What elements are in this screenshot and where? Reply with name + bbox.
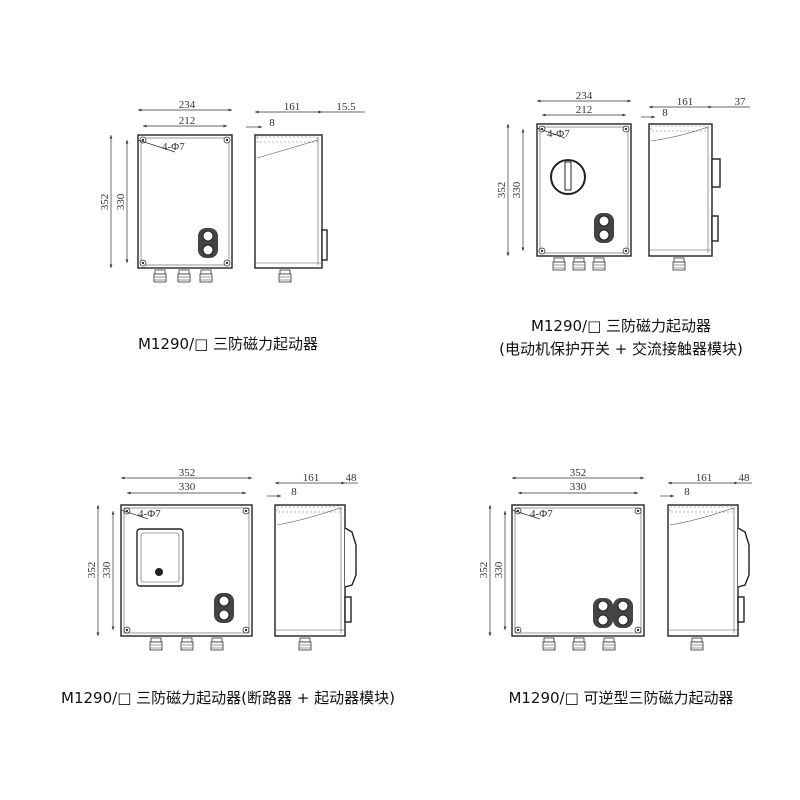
dim-depth: 161	[696, 472, 713, 484]
front-view	[511, 504, 645, 651]
dim-inner-width: 330	[179, 481, 196, 493]
drawing-panel-2: 234 212 161 37 8 4-Φ7 352 330 M1290/□ 三防…	[496, 90, 750, 358]
dim-inner-height: 330	[511, 181, 523, 198]
side-view	[274, 504, 357, 651]
panel-caption: M1290/□ 三防磁力起动器(断路器 + 起动器模块)	[61, 689, 395, 707]
side-view	[667, 504, 750, 651]
push-button-pair-icon	[197, 227, 219, 259]
dim-inner-height: 330	[101, 561, 113, 578]
dim-flange: 8	[269, 117, 275, 129]
dim-inner-width: 212	[576, 104, 593, 116]
dim-outer-width: 352	[570, 467, 587, 479]
side-view	[254, 134, 328, 283]
dim-inner-height: 330	[115, 193, 127, 210]
dim-extension: 48	[346, 472, 358, 484]
panel-caption: M1290/□ 三防磁力起动器	[138, 335, 318, 353]
dim-outer-height: 352	[496, 182, 508, 199]
dim-depth: 161	[284, 101, 301, 113]
side-view	[648, 123, 721, 271]
dim-outer-width: 352	[179, 467, 196, 479]
rotary-switch-icon	[550, 159, 586, 195]
panel-caption: M1290/□ 可逆型三防磁力起动器	[508, 689, 733, 707]
dim-flange: 8	[291, 486, 297, 498]
panel-caption-sub: (电动机保护开关 + 交流接触器模块)	[499, 340, 743, 358]
push-button-pair-icon	[612, 597, 634, 629]
dim-depth: 161	[677, 96, 694, 108]
drawing-panel-4: 352 330 161 48 8 4-Φ7 352 330 M1290/□ 可逆…	[478, 467, 752, 707]
dim-inner-width: 330	[570, 481, 587, 493]
push-button-pair-icon	[593, 212, 615, 244]
front-view	[536, 123, 632, 271]
dim-depth: 161	[303, 472, 320, 484]
dim-outer-height: 352	[478, 562, 490, 579]
dim-holes: 4-Φ7	[530, 508, 553, 520]
front-view	[137, 134, 233, 283]
dim-outer-width: 234	[576, 90, 593, 102]
push-button-pair-icon	[592, 597, 614, 629]
breaker-window-icon	[136, 528, 184, 587]
drawing-panel-1: 234 212 161 15.5 8 4-Φ7 352 330 M1290/□ …	[99, 99, 365, 353]
dim-inner-height: 330	[493, 561, 505, 578]
dim-holes: 4-Φ7	[547, 128, 570, 140]
dim-holes: 4-Φ7	[162, 141, 185, 153]
dim-flange: 8	[662, 107, 668, 119]
dim-outer-height: 352	[99, 194, 111, 211]
dim-outer-height: 352	[86, 562, 98, 579]
dim-holes: 4-Φ7	[138, 508, 161, 520]
dim-outer-width: 234	[179, 99, 196, 111]
drawing-panel-3: 352 330 161 48 8 4-Φ7 352 330 M1290/□ 三防…	[61, 467, 395, 707]
front-view	[120, 504, 253, 651]
dim-inner-width: 212	[179, 115, 196, 127]
dim-flange: 8	[684, 486, 690, 498]
dim-extension: 48	[739, 472, 751, 484]
push-button-pair-icon	[213, 592, 235, 624]
panel-caption: M1290/□ 三防磁力起动器	[531, 317, 711, 335]
dim-extension: 15.5	[336, 101, 356, 113]
dim-extension: 37	[735, 96, 747, 108]
